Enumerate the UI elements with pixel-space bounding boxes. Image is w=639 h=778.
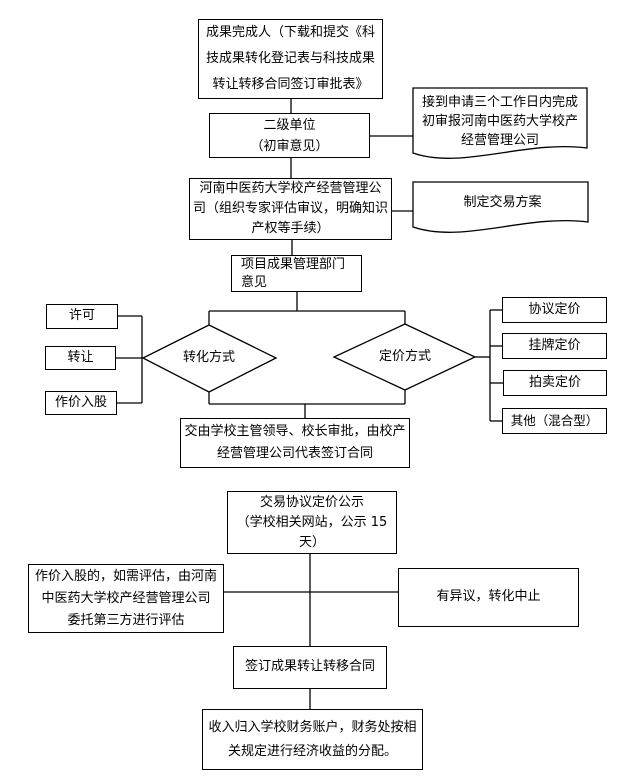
node-other-pricing: 其他（混合型） (502, 408, 607, 434)
decision-conversion-mode-label: 转化方式 (182, 350, 235, 366)
node-income-distribution: 收入归入学校财务账户，财务处按相 关规定进行经济收益的分配。 (202, 709, 423, 770)
node-leader-approval: 交由学校主管领导、校长审批，由校产 经营管理公司代表签订合同 (180, 418, 410, 468)
node-equity-option: 作价入股 (45, 391, 117, 415)
node-asset-management-company: 河南中医药大学校产经营管理公 司（组织专家评估审议，明确知识 产权等手续） (189, 178, 392, 240)
node-listing-pricing: 挂牌定价 (502, 333, 607, 359)
node-third-party-evaluation: 作价入股的，如需评估，由河南 中医药大学校产经营管理公司 委托第三方进行评估 (28, 564, 224, 633)
node-project-achievement-dept: 项目成果管理部门 意见 (231, 255, 362, 292)
decision-pricing-mode-shape (332, 323, 477, 391)
node-secondary-unit-review: 二级单位 （初审意见） (209, 113, 370, 158)
node-pricing-publicity: 交易协议定价公示 （学校相关网站，公示 15 天） (227, 491, 397, 554)
node-agreement-pricing: 协议定价 (502, 297, 607, 323)
node-auction-pricing: 拍卖定价 (503, 370, 607, 396)
document-trading-plan-label: 制定交易方案 (463, 194, 542, 210)
decision-pricing-mode-label: 定价方式 (378, 349, 431, 365)
document-shape-initial-review (412, 87, 588, 159)
decision-conversion-mode-shape (141, 324, 278, 393)
node-transfer-option: 转让 (45, 346, 116, 370)
node-sign-contract: 签订成果转让转移合同 (233, 646, 387, 689)
document-initial-review-label: 接到申请三个工作日内完成 初审报河南中医药大学校产 经营管理公司 (421, 94, 578, 148)
node-achievement-completer: 成果完成人（下载和提交《科 技成果转化登记表与科技成果 转让转移合同签订审批表》 (198, 19, 383, 99)
node-objection-termination: 有异议，转化中止 (398, 568, 579, 627)
document-shape-trading-plan (412, 181, 589, 233)
node-license-option: 许可 (46, 304, 118, 329)
